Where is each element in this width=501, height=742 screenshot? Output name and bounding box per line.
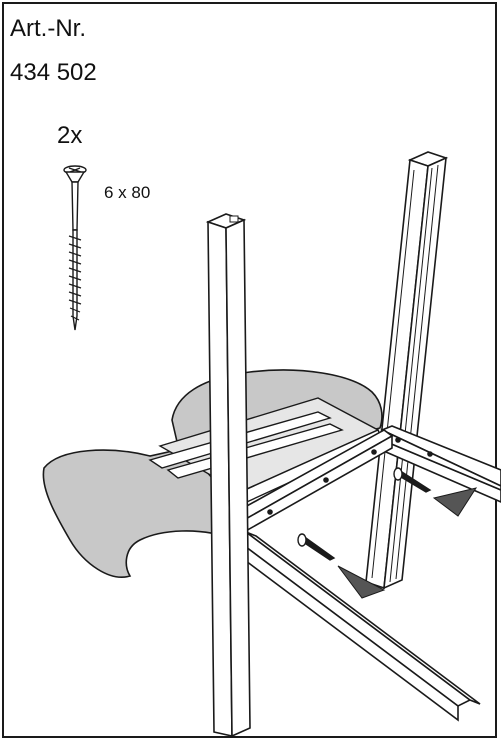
screw-size-label: 6 x 80 [104, 183, 151, 202]
arrow-icon [337, 487, 478, 599]
rear-right-leg [365, 151, 449, 590]
article-label: Art.-Nr. [10, 15, 86, 42]
screw-quantity: 2x [57, 122, 83, 149]
front-left-leg [205, 213, 251, 738]
screw-icon [63, 165, 87, 331]
bottom-stretcher [232, 531, 481, 722]
loose-screw-icon-2 [393, 467, 432, 493]
side-rail-right [379, 425, 501, 503]
article-number: 434 502 [10, 59, 97, 86]
seat-panel-front [42, 447, 241, 578]
loose-screw-icon [297, 533, 336, 561]
